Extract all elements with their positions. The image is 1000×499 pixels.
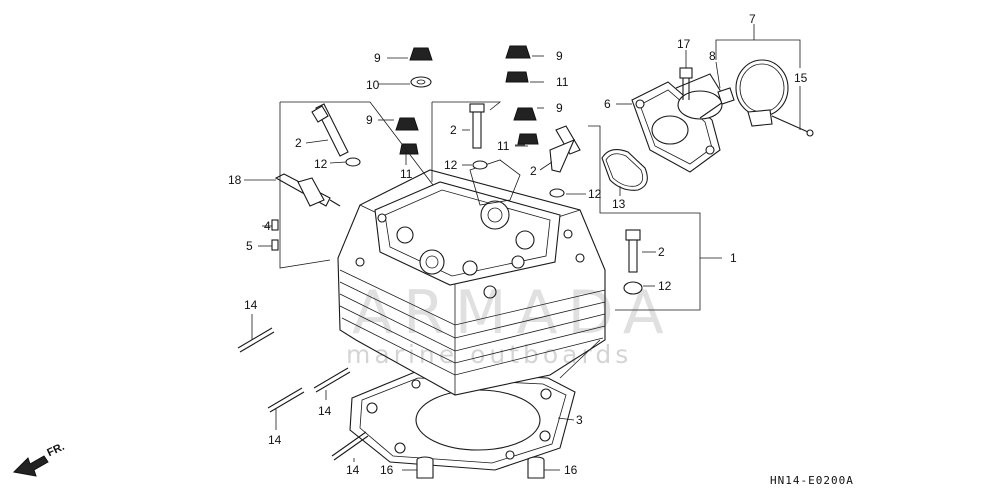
callout-2: 2 — [450, 123, 457, 137]
callout-11: 11 — [400, 167, 413, 181]
assembly-bracket — [279, 101, 722, 311]
front-direction-arrow — [12, 455, 49, 477]
callout-4: 4 — [264, 219, 271, 233]
stud-bolt — [237, 327, 369, 461]
callout-13: 13 — [612, 197, 626, 211]
callout-3: 3 — [576, 413, 583, 427]
callout-10: 10 — [366, 78, 380, 92]
callout-9: 9 — [366, 113, 373, 127]
callout-5: 5 — [246, 239, 253, 253]
dowel-pin — [271, 239, 279, 251]
callout-16: 16 — [380, 463, 394, 477]
dowel-16 — [416, 456, 545, 479]
callout-12: 12 — [588, 187, 602, 201]
callout-1: 1 — [730, 251, 737, 265]
callout-14: 14 — [318, 404, 332, 418]
valve-cap — [395, 45, 537, 131]
callout-9: 9 — [556, 49, 563, 63]
callout-12: 12 — [658, 279, 672, 293]
callout-14: 14 — [268, 433, 282, 447]
callout-12: 12 — [444, 158, 458, 172]
cylinder-head-gasket — [349, 371, 576, 471]
intake-o-ring — [601, 149, 648, 191]
leader-lines — [244, 24, 801, 471]
callout-9: 9 — [374, 51, 381, 65]
valve-guide — [469, 103, 485, 149]
callout-7: 7 — [749, 12, 756, 26]
small-pin — [271, 219, 279, 231]
callout-2: 2 — [295, 136, 302, 150]
intake-pipe — [631, 73, 727, 173]
cylinder-head — [337, 159, 606, 396]
callout-8: 8 — [709, 49, 716, 63]
callout-6: 6 — [604, 97, 611, 111]
callout-2: 2 — [658, 245, 665, 259]
callout-14: 14 — [244, 298, 258, 312]
callout-11: 11 — [497, 139, 510, 153]
valve-guide — [549, 125, 581, 173]
callout-17: 17 — [677, 37, 691, 51]
callout-15: 15 — [794, 71, 808, 85]
callout-12: 12 — [314, 157, 328, 171]
intake-band — [717, 59, 814, 137]
callout-18: 18 — [228, 173, 242, 187]
diagram-code: HN14-E0200A — [770, 474, 854, 487]
sealing-nut — [399, 71, 539, 155]
washer — [410, 76, 432, 88]
valve-guide — [625, 229, 641, 273]
callout-11: 11 — [556, 75, 569, 89]
callout-9: 9 — [556, 101, 563, 115]
valve-guide — [311, 103, 349, 157]
callout-2: 2 — [530, 164, 537, 178]
callout-14: 14 — [346, 463, 360, 477]
spark-plug — [274, 173, 341, 207]
callout-16: 16 — [564, 463, 578, 477]
